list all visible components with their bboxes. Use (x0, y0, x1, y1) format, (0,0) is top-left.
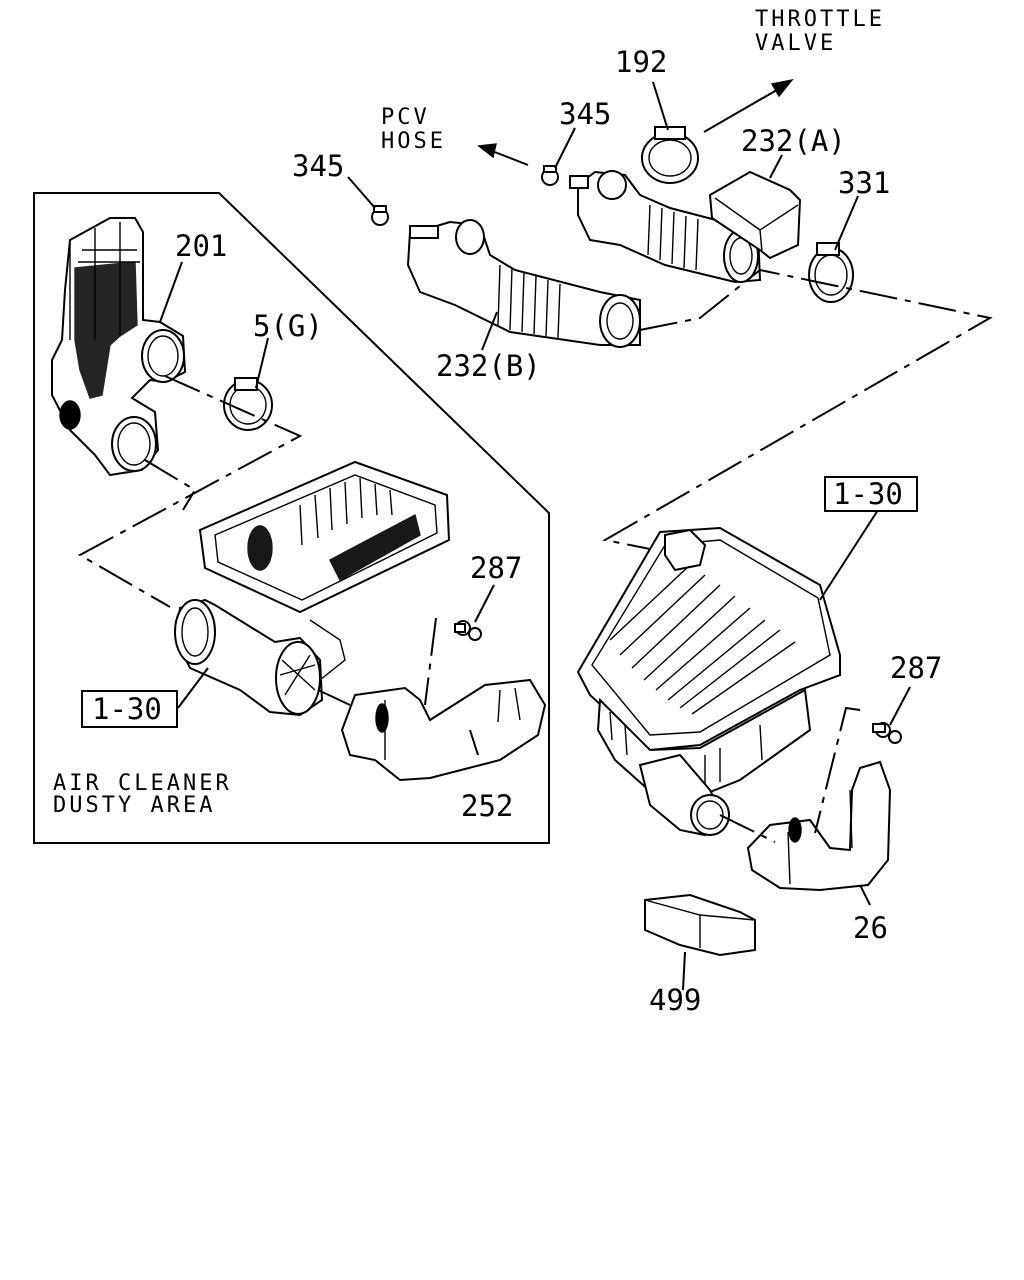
inset-note-line1: AIR CLEANER (53, 771, 232, 796)
pcv-hose-label-line1: PCV (381, 105, 430, 130)
air-cleaner-assembly-part (576, 526, 841, 837)
air-cleaner-lower-case-part (174, 460, 451, 717)
callout-252: 252 (461, 789, 513, 823)
inset-border (33, 192, 550, 844)
upper-assembly-line (602, 268, 993, 553)
leader-232b (481, 311, 498, 351)
leader-1-30-main (819, 509, 879, 601)
clip-345-left-part (371, 205, 389, 226)
leader-1-30-inset (177, 667, 209, 709)
duct-252-part (340, 678, 547, 782)
callout-box-1-30-inset (81, 690, 178, 728)
pad-499-part (644, 893, 756, 957)
leader-287-inset (474, 584, 495, 623)
inset-assembly-line-2 (144, 459, 197, 511)
leader-345-right (554, 127, 576, 169)
leader-331 (834, 195, 859, 251)
callout-287-inset: 287 (470, 551, 522, 585)
main-assembly-line-2 (814, 706, 861, 834)
clamp-331-part (808, 242, 854, 303)
leader-26 (859, 884, 871, 906)
screw-287-inset-part (454, 620, 482, 641)
inset-note-line2: DUSTY AREA (53, 793, 215, 818)
callout-232a: 232(A) (741, 124, 846, 158)
main-assembly-line-1 (719, 814, 776, 843)
callout-499: 499 (649, 983, 701, 1017)
inset-assembly-line-1 (77, 375, 303, 608)
callout-192: 192 (615, 45, 667, 79)
intake-hose-232b-part (406, 219, 641, 348)
callout-box-1-30-main (824, 476, 918, 512)
callout-345-right: 345 (559, 97, 611, 131)
arrow-to-throttle-valve (703, 78, 794, 133)
inset-assembly-line-3 (317, 617, 437, 706)
callout-1-30-inset: 1-30 (92, 692, 162, 726)
leader-232a (769, 154, 783, 179)
clamp-192-part (641, 126, 699, 184)
callout-232b: 232(B) (436, 349, 541, 383)
leader-5g (255, 337, 269, 389)
pcv-hose-label-line2: HOSE (381, 129, 446, 154)
leader-192 (652, 81, 669, 131)
leader-252 (469, 729, 479, 756)
throttle-valve-label-line1: THROTTLE (755, 7, 885, 32)
leader-499 (682, 951, 686, 991)
callout-1-30-main: 1-30 (833, 477, 903, 511)
arrow-to-pcv-hose (477, 143, 529, 166)
callout-287-main: 287 (890, 651, 942, 685)
inlet-duct-part (51, 217, 187, 477)
clamp-5g-part (223, 377, 273, 431)
screw-287-main-part (872, 722, 902, 744)
callout-331: 331 (838, 166, 890, 200)
leader-287-main (889, 686, 911, 726)
throttle-valve-label-line2: VALVE (755, 31, 836, 56)
leader-201 (159, 261, 183, 323)
leader-345-left (347, 176, 376, 209)
callout-345-left: 345 (292, 149, 344, 183)
clip-345-right-part (541, 165, 559, 186)
callout-26: 26 (853, 911, 888, 945)
callout-5g: 5(G) (253, 309, 323, 343)
callout-201: 201 (175, 229, 227, 263)
duct-26-part (746, 760, 892, 892)
intake-hose-232a-part (569, 170, 802, 284)
